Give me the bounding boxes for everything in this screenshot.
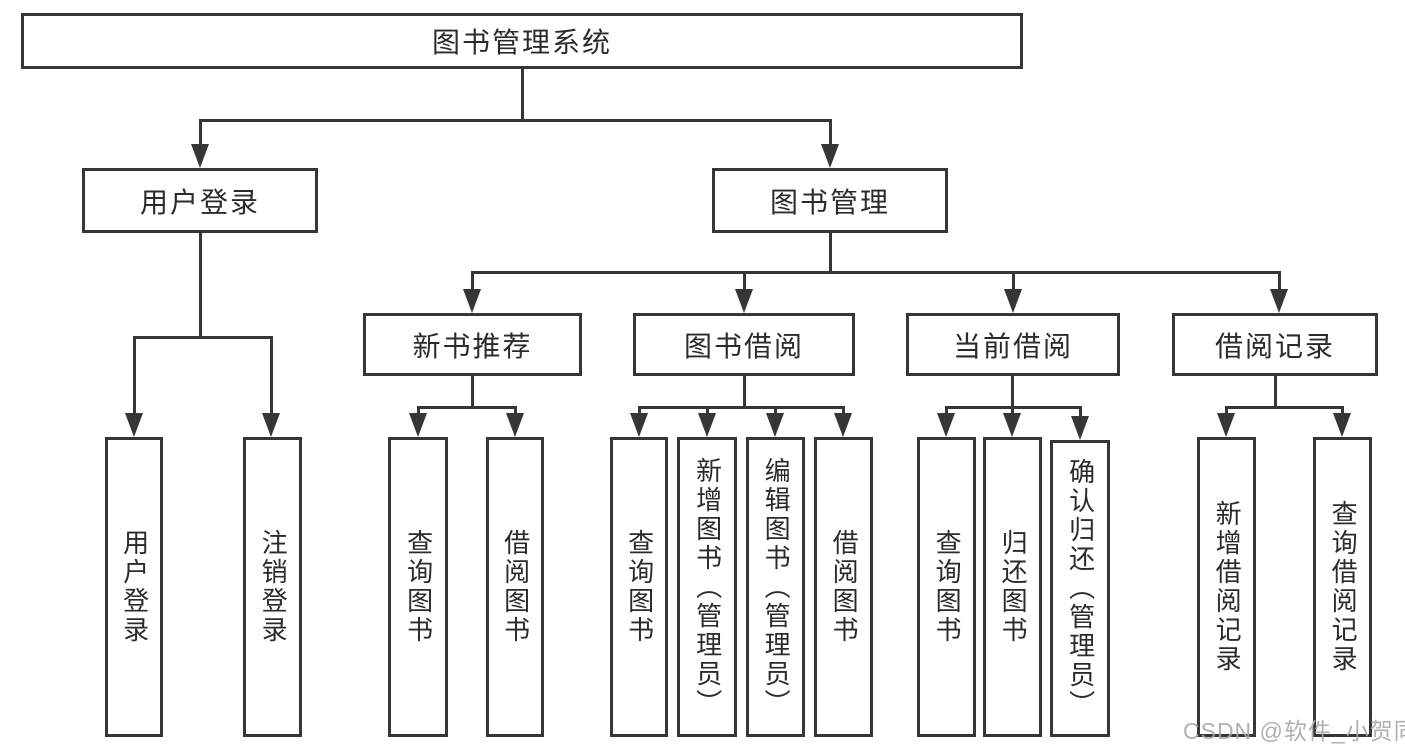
leaf-label: 注销登录 — [258, 529, 289, 645]
node-user-login: 用户登录 — [82, 168, 318, 233]
connector-line — [638, 406, 641, 418]
leaf-label: 用户登录 — [119, 529, 150, 645]
leaf-query-borrow-record: 查询借阅记录 — [1313, 437, 1372, 737]
connector-line — [743, 376, 746, 409]
arrow-down-icon — [821, 144, 839, 168]
arrow-down-icon — [630, 413, 648, 437]
node-label: 图书管理系统 — [431, 27, 612, 58]
connector-line — [1012, 271, 1015, 295]
arrow-down-icon — [191, 144, 209, 168]
node-label: 新书推荐 — [412, 330, 533, 362]
connector-line — [1274, 376, 1277, 409]
leaf-label: 查询借阅记录 — [1328, 500, 1359, 674]
leaf-query-books-current: 查询图书 — [917, 437, 976, 737]
connector-line — [1225, 406, 1344, 409]
arrow-down-icon — [735, 289, 753, 313]
arrow-down-icon — [834, 413, 852, 437]
leaf-borrow-books: 借阅图书 — [814, 437, 873, 737]
connector-line — [1011, 406, 1014, 418]
connector-line — [842, 406, 845, 418]
connector-line — [1278, 271, 1281, 295]
leaf-label: 新增图书（管理员） — [692, 456, 723, 718]
node-book-management: 图书管理 — [712, 168, 948, 233]
leaf-borrow-books-recommend: 借阅图书 — [486, 437, 544, 737]
leaf-label: 借阅图书 — [500, 529, 531, 645]
arrow-down-icon — [506, 413, 524, 437]
connector-line — [417, 406, 517, 409]
leaf-label: 新增借阅记录 — [1212, 500, 1243, 674]
connector-line — [1341, 406, 1344, 418]
connector-line — [514, 406, 517, 418]
node-label: 用户登录 — [139, 186, 260, 218]
connector-line — [471, 376, 474, 409]
connector-line — [270, 336, 273, 418]
connector-line — [521, 69, 524, 120]
connector-line — [133, 336, 273, 339]
connector-line — [133, 336, 136, 418]
node-current-borrowing: 当前借阅 — [906, 313, 1120, 376]
connector-line — [743, 271, 746, 295]
node-borrowing-records: 借阅记录 — [1172, 313, 1378, 376]
arrow-down-icon — [1071, 416, 1089, 440]
leaf-label: 编辑图书（管理员） — [761, 456, 792, 718]
leaf-label: 归还图书 — [998, 529, 1029, 645]
leaf-return-books: 归还图书 — [983, 437, 1042, 737]
connector-line — [1011, 376, 1014, 409]
leaf-logout: 注销登录 — [243, 437, 302, 737]
arrow-down-icon — [1003, 413, 1021, 437]
connector-line — [638, 406, 845, 409]
connector-line — [774, 406, 777, 418]
arrow-down-icon — [409, 413, 427, 437]
connector-line — [471, 271, 474, 295]
arrow-down-icon — [937, 413, 955, 437]
arrow-down-icon — [463, 289, 481, 313]
arrow-down-icon — [125, 413, 143, 437]
arrow-down-icon — [1333, 413, 1351, 437]
leaf-label: 查询图书 — [403, 529, 434, 645]
connector-line — [945, 406, 948, 418]
connector-line — [829, 119, 832, 150]
leaf-label: 借阅图书 — [829, 529, 860, 645]
csdn-watermark: CSDN @软件_小贺同学 — [1183, 718, 1405, 744]
node-book-borrowing: 图书借阅 — [633, 313, 855, 376]
node-label: 借阅记录 — [1214, 330, 1335, 362]
leaf-confirm-return-admin: 确认归还（管理员） — [1050, 440, 1110, 737]
leaf-label: 查询图书 — [932, 529, 963, 645]
connector-line — [199, 119, 202, 150]
leaf-add-books-admin: 新增图书（管理员） — [677, 437, 737, 737]
node-label: 图书管理 — [769, 186, 890, 218]
arrow-down-icon — [698, 413, 716, 437]
leaf-label: 查询图书 — [624, 529, 655, 645]
leaf-add-borrow-record: 新增借阅记录 — [1197, 437, 1256, 737]
connector-line — [1079, 406, 1082, 420]
leaf-edit-books-admin: 编辑图书（管理员） — [746, 437, 805, 737]
arrow-down-icon — [1004, 289, 1022, 313]
connector-line — [471, 271, 1281, 274]
node-library-system: 图书管理系统 — [21, 13, 1023, 69]
connector-line — [199, 233, 202, 339]
arrow-down-icon — [1217, 413, 1235, 437]
leaf-query-books-recommend: 查询图书 — [388, 437, 448, 737]
connector-line — [199, 119, 832, 122]
arrow-down-icon — [262, 413, 280, 437]
node-label: 图书借阅 — [683, 330, 804, 362]
leaf-label: 确认归还（管理员） — [1065, 458, 1096, 719]
connector-line — [706, 406, 709, 418]
leaf-user-login: 用户登录 — [105, 437, 163, 737]
leaf-query-books-borrowing: 查询图书 — [610, 437, 668, 737]
node-new-book-recommend: 新书推荐 — [363, 313, 582, 376]
arrow-down-icon — [766, 413, 784, 437]
arrow-down-icon — [1270, 289, 1288, 313]
node-label: 当前借阅 — [952, 330, 1073, 362]
connector-line — [829, 233, 832, 274]
connector-line — [417, 406, 420, 418]
connector-line — [1225, 406, 1228, 418]
